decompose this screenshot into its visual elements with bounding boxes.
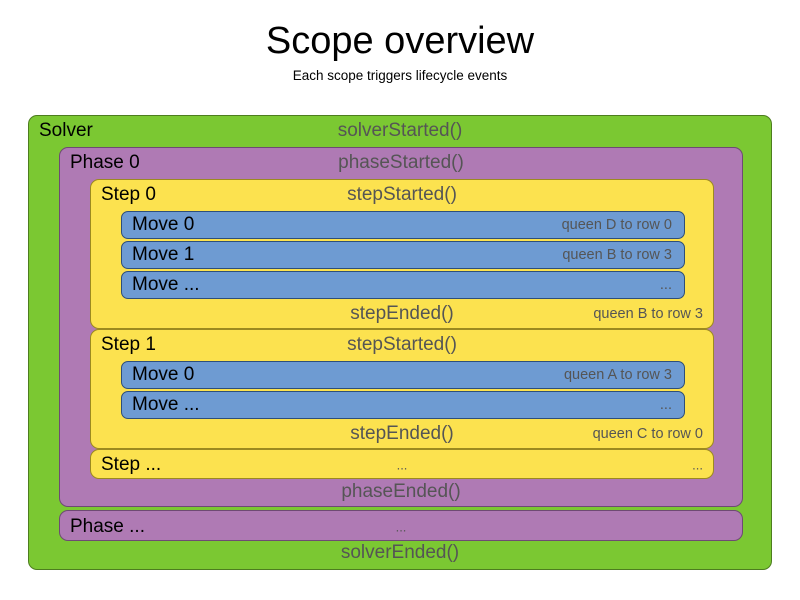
step-ellipsis-scope[interactable]: Step ... ... ... (90, 449, 714, 479)
solver-footer-row: solverEnded() (29, 538, 771, 568)
phase-0-footer-row: phaseEnded() (60, 477, 742, 507)
phase-0-started-event: phaseStarted() (338, 152, 464, 173)
move-result: queen A to row 3 (563, 367, 672, 383)
step-1-footer-row: stepEnded() queen C to row 0 (91, 419, 713, 449)
step-ellipsis-event: ... (396, 457, 408, 473)
page-header: Scope overview Each scope triggers lifec… (0, 0, 800, 83)
step-0-started-event: stepStarted() (347, 184, 457, 205)
step-0-header-row: Step 0 stepStarted() (91, 180, 713, 210)
move-row[interactable]: Move ... ... (121, 391, 685, 419)
solver-scope[interactable]: Solver solverStarted() Phase 0 phaseStar… (28, 115, 772, 570)
move-result: ... (659, 397, 672, 413)
step-0-label: Step 0 (101, 184, 156, 205)
move-result: ... (659, 277, 672, 293)
move-label: Move 0 (132, 214, 195, 235)
solver-label: Solver (39, 120, 93, 141)
page-subtitle: Each scope triggers lifecycle events (292, 67, 508, 83)
phase-ellipsis-event: ... (395, 519, 407, 534)
solver-started-event: solverStarted() (337, 120, 463, 141)
step-1-label: Step 1 (101, 334, 156, 355)
phase-0-ended-event: phaseEnded() (341, 481, 461, 502)
move-label: Move 0 (132, 364, 195, 385)
move-row[interactable]: Move 0 queen A to row 3 (121, 361, 685, 389)
step-1-scope[interactable]: Step 1 stepStarted() Move 0 queen A to r… (90, 329, 714, 449)
phase-ellipsis-scope[interactable]: Phase ... ... (59, 510, 743, 541)
step-0-scope[interactable]: Step 0 stepStarted() Move 0 queen D to r… (90, 179, 714, 329)
move-label: Move ... (132, 394, 200, 415)
step-1-started-event: stepStarted() (347, 334, 457, 355)
phase-0-scope[interactable]: Phase 0 phaseStarted() Step 0 stepStarte… (59, 147, 743, 507)
move-row[interactable]: Move 1 queen B to row 3 (121, 241, 685, 269)
step-ellipsis-label: Step ... (101, 454, 162, 475)
phase-0-label: Phase 0 (70, 152, 140, 173)
step-ellipsis-result: ... (692, 457, 703, 473)
move-result: queen D to row 0 (561, 217, 672, 233)
step-1-header-row: Step 1 stepStarted() (91, 330, 713, 360)
phase-0-header-row: Phase 0 phaseStarted() (60, 148, 742, 178)
phase-ellipsis-label: Phase ... (70, 515, 145, 537)
solver-ended-event: solverEnded() (340, 542, 460, 563)
move-row[interactable]: Move 0 queen D to row 0 (121, 211, 685, 239)
step-0-ended-result: queen B to row 3 (593, 306, 703, 322)
step-ellipsis-header-row: Step ... ... ... (91, 450, 713, 480)
move-result: queen B to row 3 (562, 247, 672, 263)
solver-header-row: Solver solverStarted() (29, 116, 771, 146)
move-row[interactable]: Move ... ... (121, 271, 685, 299)
step-1-ended-result: queen C to row 0 (592, 426, 703, 442)
move-label: Move 1 (132, 244, 195, 265)
move-label: Move ... (132, 274, 200, 295)
page-title: Scope overview (265, 20, 535, 62)
step-0-footer-row: stepEnded() queen B to row 3 (91, 299, 713, 329)
